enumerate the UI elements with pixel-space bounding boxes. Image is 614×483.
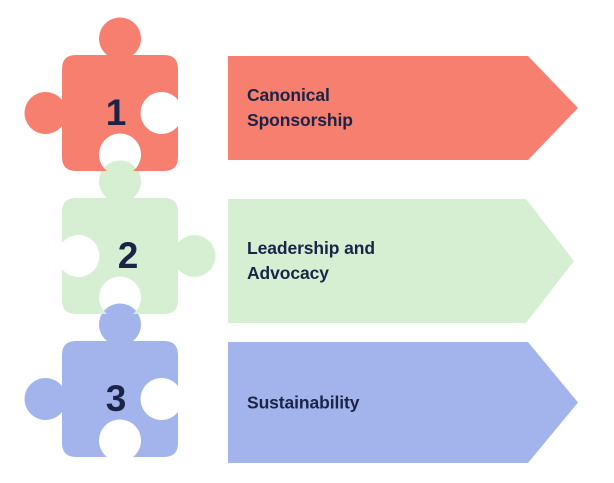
step-number-1: 1: [105, 92, 127, 133]
step-label-2: Leadership and Advocacy: [247, 238, 375, 283]
step-label-3: Sustainability: [247, 392, 360, 413]
step-number-3: 3: [105, 378, 127, 419]
step-label-1: Canonical Sponsorship: [247, 85, 353, 130]
step-number-2: 2: [117, 235, 139, 276]
